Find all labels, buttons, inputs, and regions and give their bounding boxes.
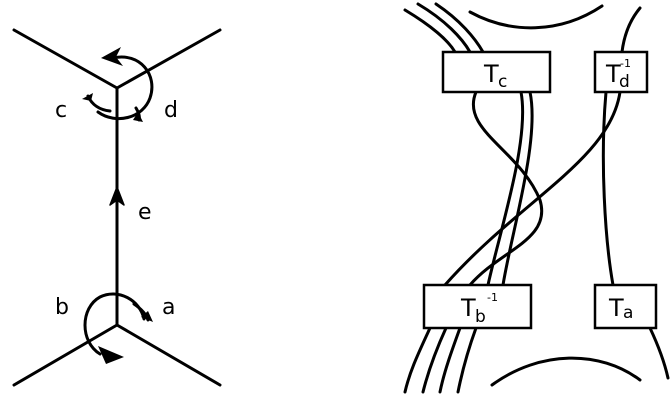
top-rotation-arrowhead <box>101 47 123 66</box>
label-e: e <box>138 200 152 225</box>
right-tangle: T c T d -1 T b -1 T a <box>403 2 670 394</box>
label-b: b <box>55 295 69 320</box>
strand-bottom-ta <box>648 326 670 380</box>
box-ta-main: T <box>608 294 624 322</box>
strand-bottom-4 <box>456 326 478 394</box>
top-rotation-arc <box>96 55 154 121</box>
label-d: d <box>164 98 178 123</box>
box-ta-sub: a <box>623 303 633 323</box>
strand-mid-1 <box>468 90 544 287</box>
box-td-inv: T d -1 <box>593 50 649 94</box>
top-cap-arc <box>468 4 604 30</box>
strand-mid-3 <box>501 90 534 287</box>
label-c: c <box>55 98 67 123</box>
box-tc-main: T <box>483 60 499 88</box>
strand-mid-5 <box>601 90 615 287</box>
bottom-rotation-arrowhead <box>98 346 124 364</box>
box-tb-inv: T b -1 <box>422 283 533 330</box>
box-tc: T c <box>441 50 552 94</box>
strand-mid-2 <box>486 90 525 287</box>
bottom-small-arrow-a <box>141 311 153 322</box>
box-td-sup: -1 <box>620 57 631 70</box>
box-tb-sup: -1 <box>487 291 498 304</box>
box-tb-main: T <box>460 294 476 322</box>
box-td-main: T <box>605 60 621 88</box>
bottom-rotation-arc <box>83 292 146 356</box>
box-tc-sub: c <box>498 72 507 92</box>
top-small-arrow-d <box>133 112 143 122</box>
strand-top-1 <box>403 8 457 54</box>
edge-top-left <box>12 28 119 90</box>
bottom-cup-arc <box>490 356 642 387</box>
left-graph: c d e b a <box>12 28 222 387</box>
edge-bottom-left <box>12 323 119 387</box>
edge-e-arrow <box>109 186 125 206</box>
strand-mid-4 <box>443 90 622 287</box>
label-a: a <box>162 295 175 320</box>
strand-top-td <box>620 6 642 54</box>
strand-bottom-2 <box>421 326 448 394</box>
strand-top-2 <box>416 2 472 54</box>
box-ta: T a <box>593 283 658 330</box>
box-tb-sub: b <box>475 307 486 327</box>
strand-top-3 <box>434 2 485 54</box>
edge-top-right <box>115 28 222 90</box>
edge-bottom-right <box>115 323 222 387</box>
strand-bottom-1 <box>403 326 432 394</box>
top-small-arrow-c <box>82 93 93 101</box>
strand-bottom-3 <box>438 326 462 394</box>
box-td-sub: d <box>619 72 630 92</box>
